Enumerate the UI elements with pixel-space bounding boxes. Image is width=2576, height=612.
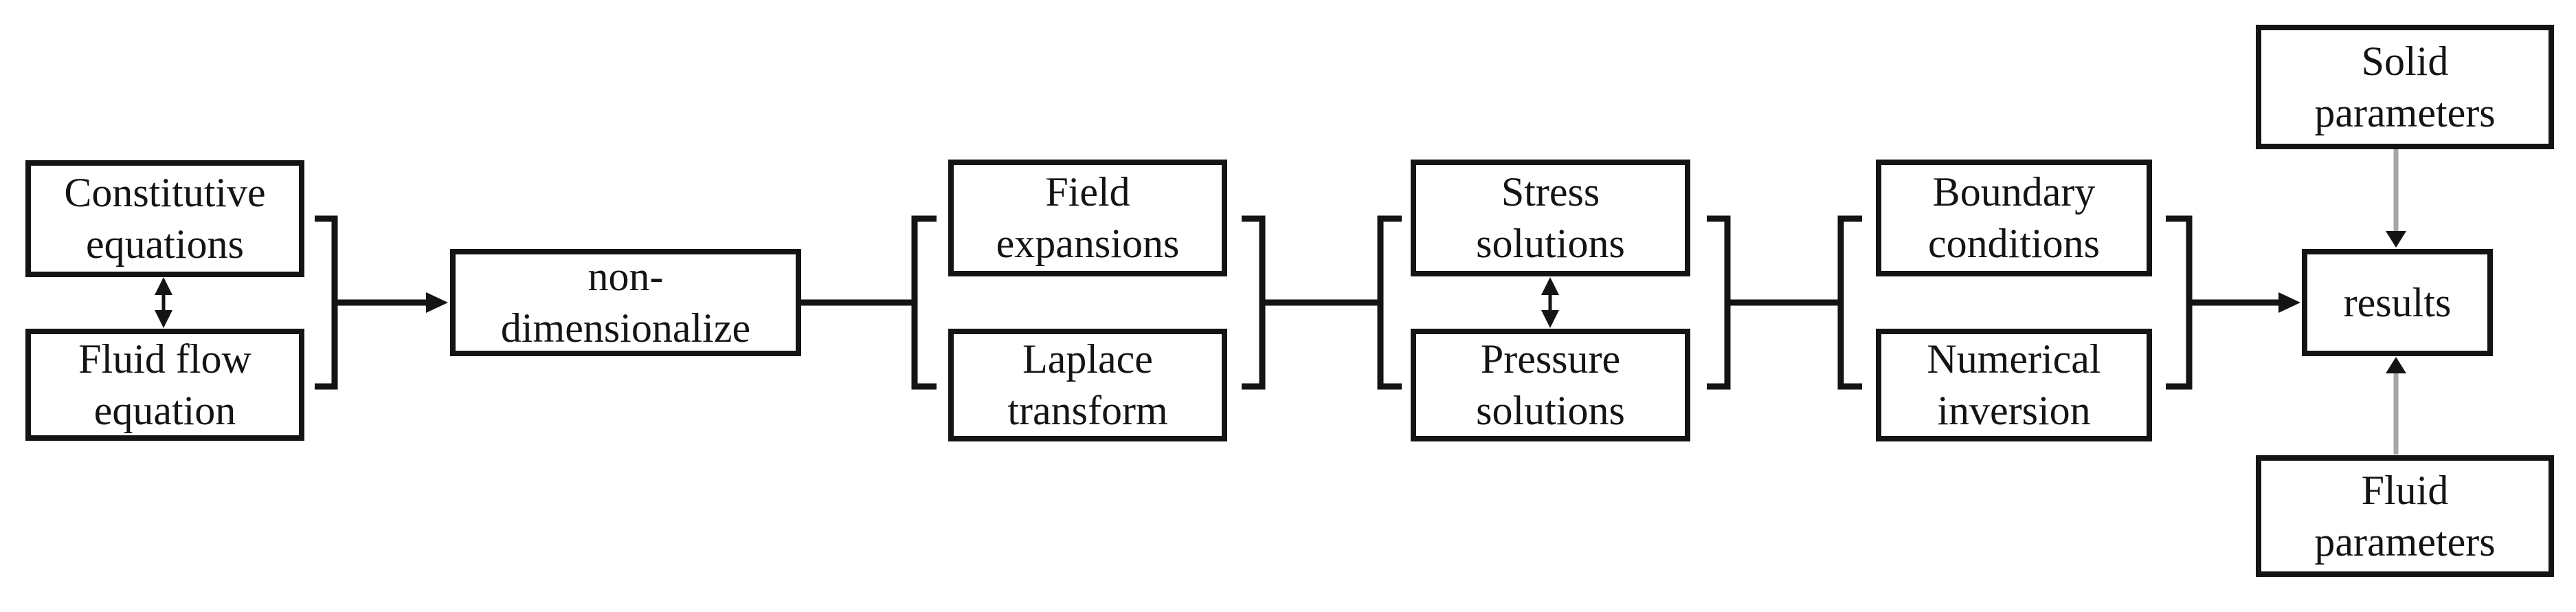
closing-bracket-pair2: [1242, 215, 1266, 390]
node-pressure-solutions: Pressure solutions: [1411, 329, 1690, 441]
node-non-dimensionalize: non- dimensionalize: [450, 249, 801, 356]
node-fluid-parameters: Fluid parameters: [2256, 455, 2554, 577]
double-arrow-constitutive-fluid-icon: [155, 277, 172, 328]
node-results: results: [2302, 249, 2493, 356]
node-numerical-inversion: Numerical inversion: [1876, 329, 2152, 441]
closing-bracket-pair3: [1707, 215, 1731, 390]
opening-bracket-pair2: [911, 215, 937, 390]
node-field-expansions: Field expansions: [948, 160, 1227, 276]
node-boundary-conditions: Boundary conditions: [1876, 160, 2152, 276]
node-solid-parameters: Solid parameters: [2256, 25, 2554, 149]
node-constitutive-equations: Constitutive equations: [25, 160, 304, 277]
arrow-to-nondimensionalize-icon: [335, 292, 448, 313]
arrow-to-results-icon: [2189, 292, 2300, 313]
closing-bracket-pair4: [2166, 215, 2193, 390]
double-arrow-stress-pressure-icon: [1541, 277, 1559, 328]
node-stress-solutions: Stress solutions: [1411, 160, 1690, 276]
opening-bracket-pair4: [1837, 215, 1862, 390]
closing-bracket-pair1: [315, 215, 338, 390]
node-laplace-transform: Laplace transform: [948, 329, 1227, 441]
arrow-solid-params-to-results-icon: [2386, 149, 2406, 248]
node-fluid-flow-equation: Fluid flow equation: [25, 329, 304, 441]
opening-bracket-pair3: [1377, 215, 1402, 390]
arrow-fluid-params-to-results-icon: [2386, 357, 2406, 455]
